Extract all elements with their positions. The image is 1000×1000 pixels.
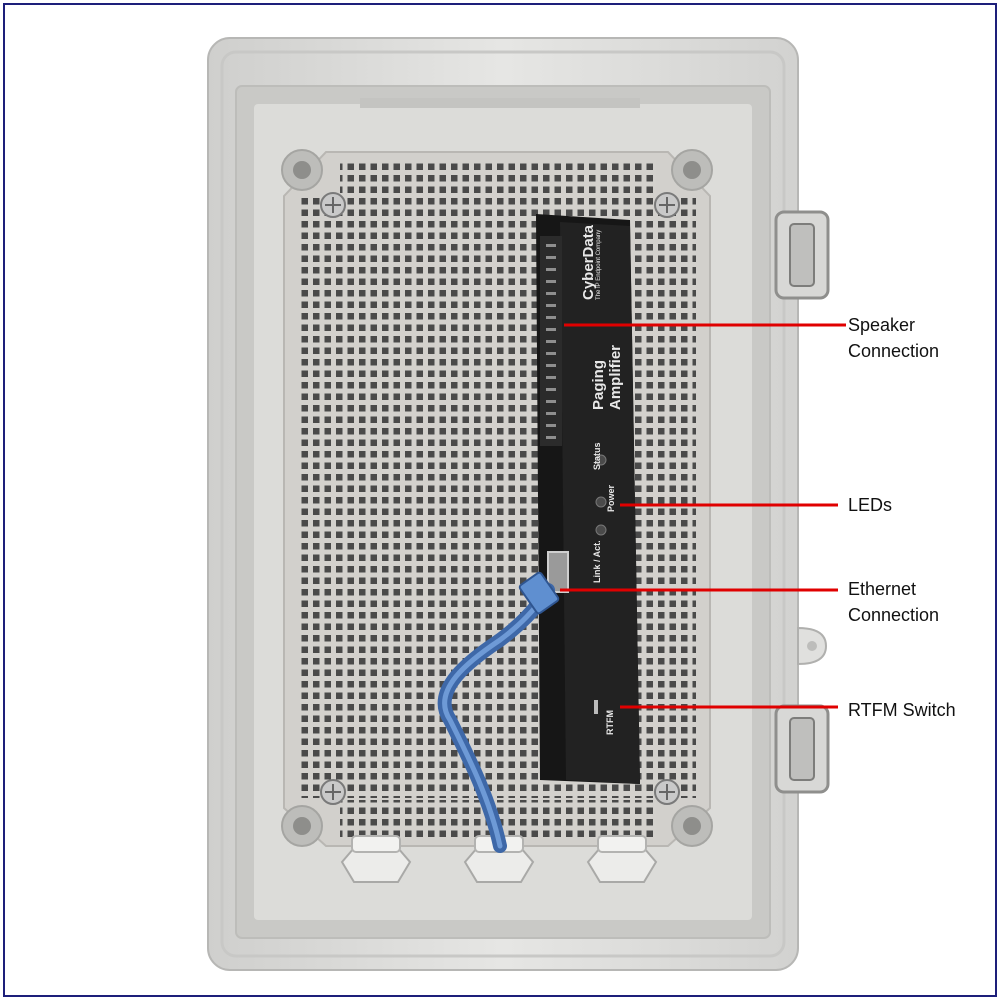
rtfm-switch-label: RTFM bbox=[605, 710, 615, 735]
plate-screws bbox=[281, 149, 713, 847]
led-label-link-act: Link / Act. bbox=[592, 540, 602, 583]
callout-leds: LEDs bbox=[848, 495, 893, 515]
right-latches bbox=[774, 210, 830, 794]
led-label-status: Status bbox=[592, 442, 602, 470]
device-product-line1: Paging bbox=[590, 359, 607, 410]
back-plate bbox=[283, 151, 711, 847]
led-label-power: Power bbox=[606, 484, 616, 512]
ethernet-cable bbox=[437, 571, 560, 853]
callout-speaker-connection: Speaker Connection bbox=[848, 315, 940, 361]
callout-ethernet-connection: Ethernet Connection bbox=[848, 579, 940, 625]
device-brand: CyberData bbox=[580, 224, 597, 300]
device-product-line2: Amplifier bbox=[607, 344, 624, 410]
paging-amplifier bbox=[536, 214, 640, 784]
device-tagline: The IP Endpoint Company bbox=[596, 229, 602, 300]
callout-lines bbox=[560, 323, 846, 709]
cable-glands bbox=[340, 835, 658, 883]
callout-rtfm-switch: RTFM Switch bbox=[848, 700, 956, 720]
